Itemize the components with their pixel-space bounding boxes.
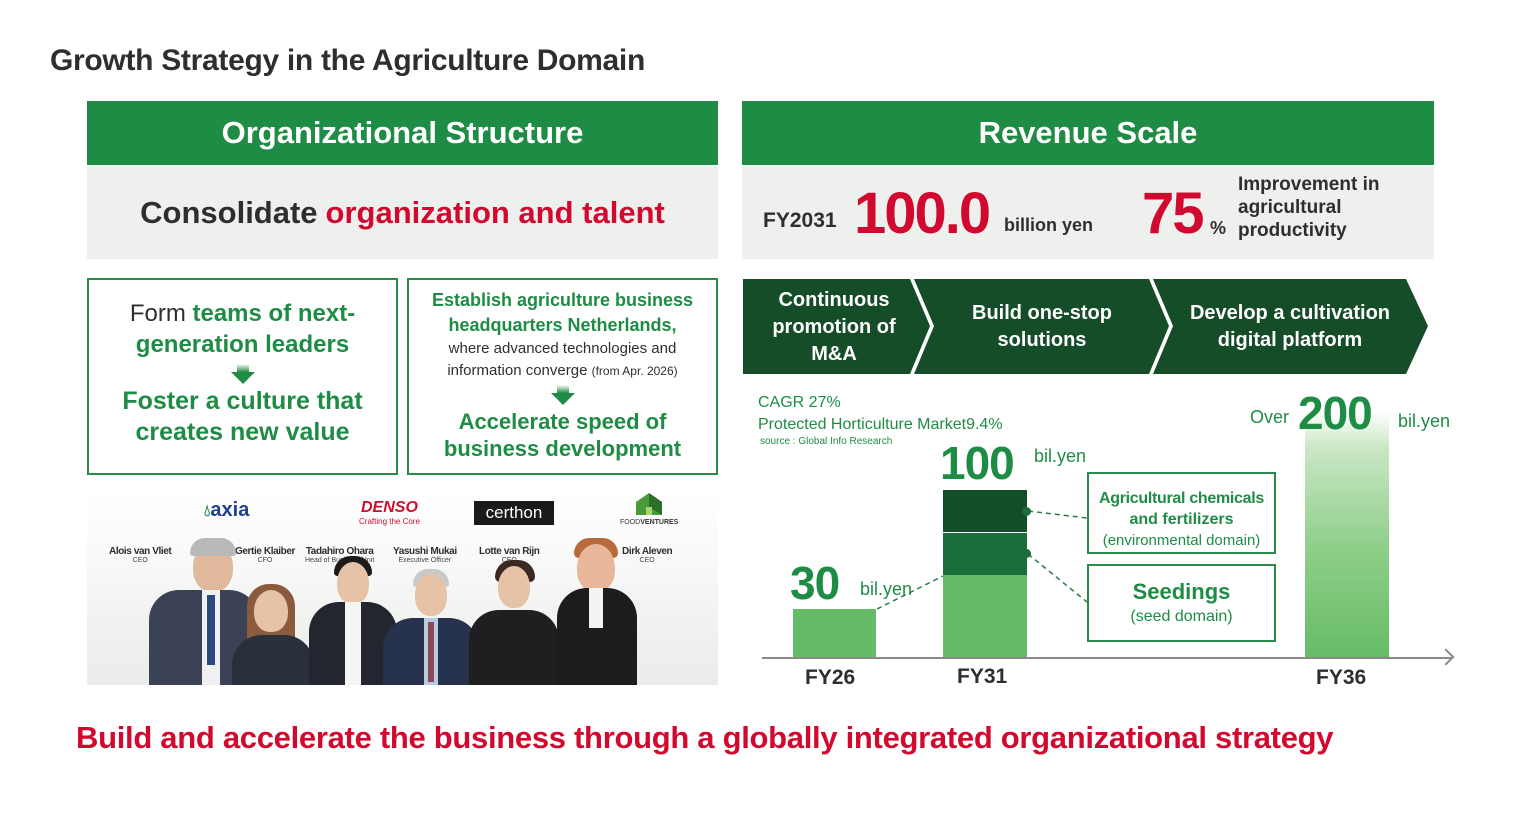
step-ma: Continuous promotion of M&A — [772, 288, 896, 365]
headquarters-text: headquarters Netherlands, — [448, 315, 677, 335]
step-one-stop: Build one-stop solutions — [972, 302, 1112, 351]
strategy-steps: Continuous promotion of M&A Build one-st… — [742, 278, 1434, 375]
teams-text: teams of next- — [192, 300, 356, 327]
bar-fy36 — [1305, 412, 1389, 658]
down-arrow-icon — [89, 364, 396, 384]
fy26-unit: bil.yen — [860, 579, 913, 599]
productivity-description: Improvement in agricultural productivity — [1238, 174, 1380, 241]
bar-fy31-base — [943, 575, 1027, 658]
step-digital-platform: Develop a cultivation digital platform — [1189, 302, 1391, 351]
form-text: Form — [129, 300, 186, 327]
chevron-arrows-icon — [742, 278, 1434, 375]
revenue-target-panel: FY2031 100.0 billion yen 75 % Improvemen… — [742, 166, 1434, 259]
x-axis — [762, 657, 1452, 659]
page-title: Growth Strategy in the Agriculture Domai… — [50, 44, 645, 77]
netherlands-hq-box: Establish agriculture business headquart… — [407, 278, 718, 475]
denso-logo: DENSO Crafting the Core — [359, 499, 420, 526]
certhon-logo: certhon — [474, 501, 554, 525]
person-label: Alois van Vliet CEO — [109, 546, 172, 564]
bar-fy31-seedings — [943, 533, 1027, 575]
source-note: source : Global Info Research — [760, 436, 893, 447]
bottom-message: Build and accelerate the business throug… — [76, 720, 1334, 755]
down-arrow-icon — [409, 385, 716, 405]
productivity-unit: % — [1210, 218, 1227, 238]
fy2031-label: FY2031 — [763, 209, 837, 232]
leadership-photo: 💧︎axia DENSO Crafting the Core certhon F… — [87, 490, 718, 685]
bar-fy26 — [793, 609, 876, 658]
productivity-value: 75 — [1142, 181, 1204, 246]
generation-text: generation leaders — [135, 331, 350, 358]
foster-text: Foster a culture that — [122, 387, 363, 415]
establish-text: Establish agriculture business — [431, 290, 694, 310]
org-structure-header: Organizational Structure — [87, 101, 718, 165]
x-label-fy26: FY26 — [805, 666, 856, 689]
legend-seedings: Seedings (seed domain) — [1087, 564, 1276, 642]
date-note: (from Apr. 2026) — [591, 364, 678, 378]
business-dev-text: business development — [443, 436, 682, 461]
fy36-unit: bil.yen — [1398, 411, 1451, 431]
person-label: Dirk Aleven CEO — [622, 546, 673, 564]
dashed-connector-lines — [876, 510, 1088, 610]
leaders-box: Form teams of next- generation leaders F… — [87, 278, 398, 475]
revenue-scale-header: Revenue Scale — [742, 101, 1434, 165]
org-structure-subheading: Consolidate organization and talent — [87, 166, 718, 259]
sub-dark-text: Consolidate — [140, 194, 318, 230]
creates-value-text: creates new value — [135, 418, 350, 446]
x-label-fy31: FY31 — [957, 665, 1008, 688]
axia-logo: 💧︎axia — [204, 499, 250, 521]
x-label-fy36: FY36 — [1316, 666, 1367, 689]
converge-text: information converge — [447, 362, 588, 379]
revenue-target-value: 100.0 — [854, 181, 991, 246]
fy26-value: 30 — [790, 557, 840, 609]
legend-chemicals: Agricultural chemicals and fertilizers (… — [1087, 472, 1276, 554]
fy31-value: 100 — [940, 437, 1015, 489]
house-icon — [636, 493, 663, 515]
cagr-annotation: CAGR 27% Protected Horticulture Market9.… — [758, 394, 1003, 433]
chemicals-dot — [1022, 507, 1031, 516]
fy36-value: 200 — [1298, 387, 1373, 439]
sub-red-text: organization and talent — [325, 194, 665, 230]
foodventures-logo: FOODVENTURES — [620, 492, 678, 526]
fy31-unit: bil.yen — [1034, 446, 1087, 466]
bar-fy31-chemicals — [943, 490, 1027, 532]
revenue-target-unit: billion yen — [1004, 215, 1094, 235]
where-text: where advanced technologies and — [448, 340, 677, 357]
axis-arrow-icon — [1437, 648, 1455, 666]
fy36-prefix: Over — [1250, 407, 1290, 427]
person-label: Yasushi Mukai Executive Officer — [393, 546, 457, 564]
seedings-dot — [1022, 549, 1031, 558]
droplet-icon: 💧︎ — [204, 503, 211, 520]
accelerate-text: Accelerate speed of — [458, 409, 667, 434]
person-label: Gertie Klaiber CFO — [235, 546, 295, 564]
